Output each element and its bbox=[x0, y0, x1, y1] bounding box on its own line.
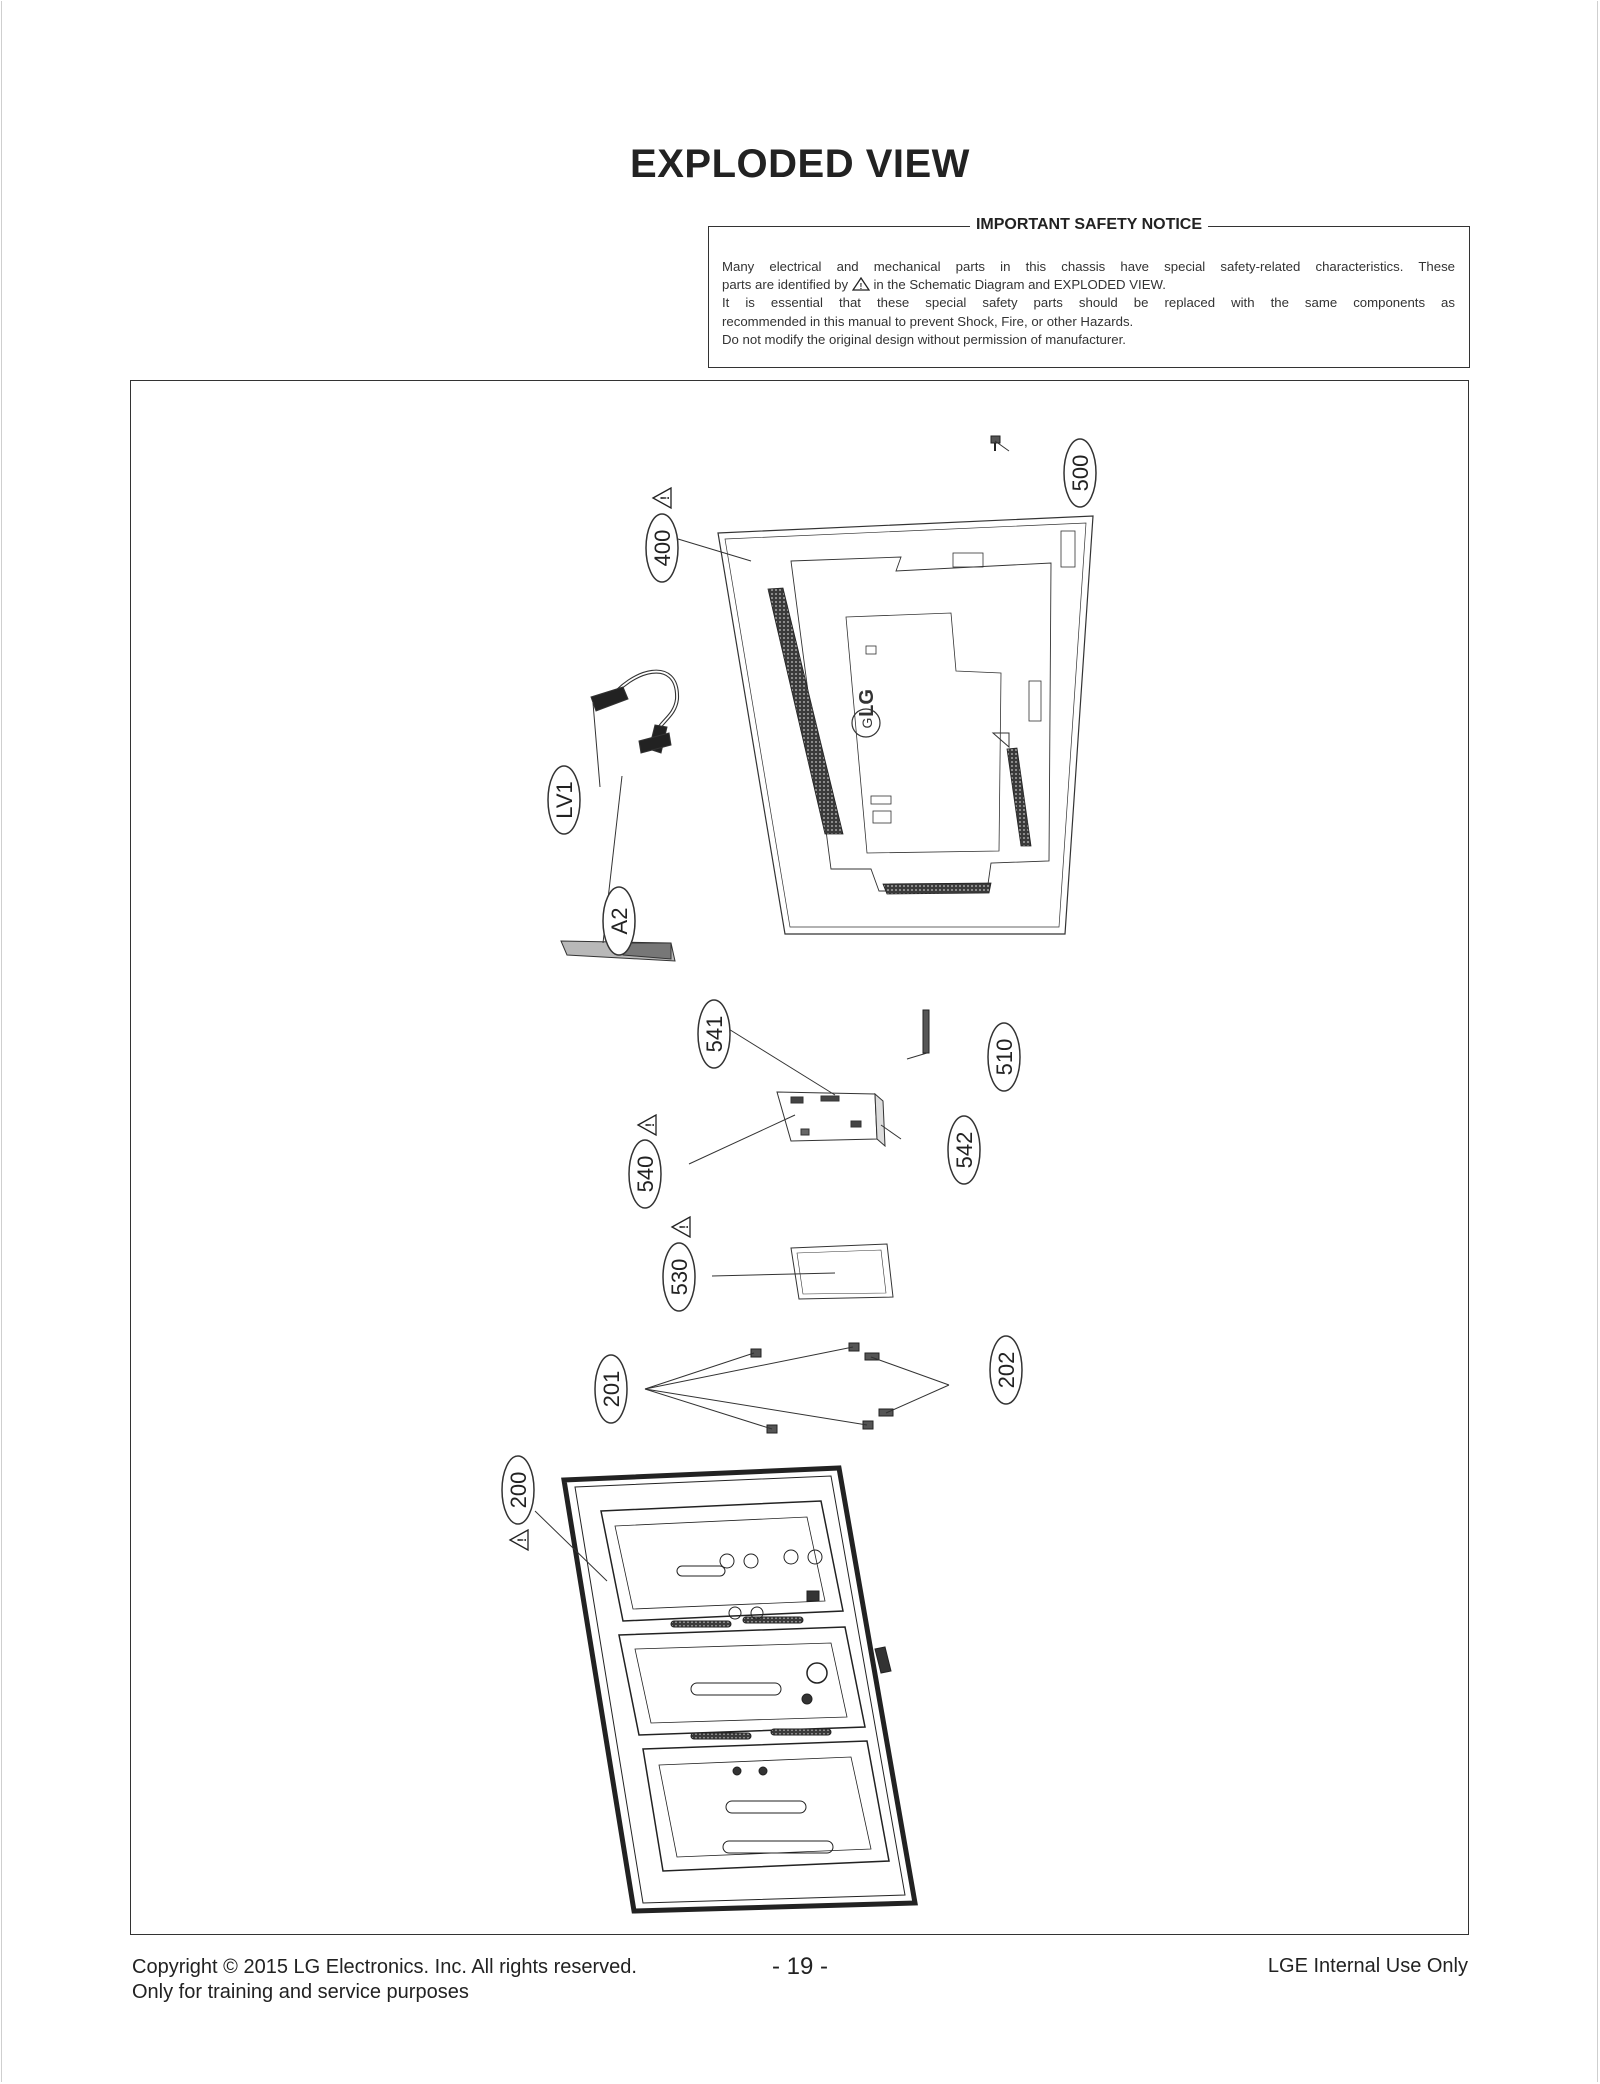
svg-text:!: ! bbox=[658, 496, 672, 500]
svg-text:!: ! bbox=[859, 282, 862, 291]
callout-a2: A2 bbox=[607, 908, 632, 935]
safety-notice-heading: IMPORTANT SAFETY NOTICE bbox=[709, 216, 1469, 234]
callout-510: 510 bbox=[992, 1039, 1017, 1076]
footer-usage: LGE Internal Use Only bbox=[1267, 1955, 1468, 1977]
callout-400-oval bbox=[645, 513, 679, 583]
callout-510-oval bbox=[987, 1022, 1021, 1092]
callout-530-oval bbox=[662, 1242, 696, 1312]
callout-labels: 500 400 LV1 A2 541 510 540 542 530 201 2… bbox=[506, 455, 1093, 1509]
callout-500: 500 bbox=[1068, 455, 1093, 492]
part-lv1-cable bbox=[590, 669, 680, 754]
warning-triangle-icon: ! bbox=[851, 277, 870, 291]
safety-notice-body: Many electrical and mechanical parts in … bbox=[722, 258, 1455, 349]
safety-notice-line-2-end: in the Schematic Diagram and EXPLODED VI… bbox=[873, 277, 1166, 293]
footer-left: Copyright © 2015 LG Electronics. Inc. Al… bbox=[132, 1955, 637, 2005]
exploded-view-frame: G LG bbox=[130, 380, 1469, 1935]
callout-542-oval bbox=[947, 1115, 981, 1185]
callout-200-oval bbox=[501, 1455, 535, 1525]
svg-text:!: ! bbox=[515, 1538, 529, 1542]
safety-notice-line-2: parts are identified by ! in the Schemat… bbox=[722, 276, 1455, 294]
safety-notice-line-5: Do not modify the original design withou… bbox=[722, 331, 1126, 347]
exploded-view-diagram: G LG bbox=[501, 435, 1097, 1914]
callouts bbox=[501, 438, 1097, 1525]
svg-text:!: ! bbox=[643, 1123, 657, 1127]
part-400-back-cover: G LG bbox=[717, 515, 1094, 935]
safety-notice-box: IMPORTANT SAFETY NOTICE Many electrical … bbox=[708, 216, 1470, 368]
part-530-power-board bbox=[790, 1243, 894, 1300]
callout-202-oval bbox=[989, 1335, 1023, 1405]
part-540-main-board bbox=[776, 1091, 886, 1148]
callout-lv1: LV1 bbox=[552, 781, 577, 819]
safety-notice-line-3: It is essential that these special safet… bbox=[722, 295, 1455, 311]
callout-200: 200 bbox=[506, 1472, 531, 1509]
safety-notice-line-2-start: parts are identified by bbox=[722, 277, 849, 293]
part-500-screw bbox=[990, 435, 1001, 451]
callout-542: 542 bbox=[952, 1132, 977, 1169]
callout-202: 202 bbox=[994, 1352, 1019, 1389]
warning-triangle-icon: ! bbox=[670, 1215, 691, 1239]
callout-201-oval bbox=[594, 1354, 628, 1424]
safety-notice-line-4: recommended in this manual to prevent Sh… bbox=[722, 313, 1134, 329]
safety-notice-heading-text: IMPORTANT SAFETY NOTICE bbox=[969, 216, 1209, 233]
callout-201: 201 bbox=[599, 1371, 624, 1408]
part-201-202-brackets bbox=[750, 1342, 894, 1434]
svg-text:G: G bbox=[859, 718, 875, 729]
callout-lv1-oval bbox=[547, 765, 581, 835]
part-200-panel-frame bbox=[561, 1465, 918, 1914]
callout-540-oval bbox=[628, 1139, 662, 1209]
callout-500-oval bbox=[1063, 438, 1097, 508]
warning-triangle-icon: ! bbox=[651, 486, 672, 510]
callout-540: 540 bbox=[633, 1156, 658, 1193]
warning-triangles: ! ! ! ! bbox=[508, 486, 691, 1552]
footer-page-number: - 19 - bbox=[771, 1953, 828, 1980]
footer-copyright: Copyright © 2015 LG Electronics. Inc. Al… bbox=[132, 1956, 637, 1978]
page-title: EXPLODED VIEW bbox=[630, 142, 970, 186]
callout-541: 541 bbox=[702, 1016, 727, 1053]
part-510-rod bbox=[922, 1009, 930, 1054]
svg-text:!: ! bbox=[677, 1225, 691, 1229]
callout-530: 530 bbox=[667, 1259, 692, 1296]
warning-triangle-icon: ! bbox=[508, 1528, 529, 1552]
footer-purpose: Only for training and service purposes bbox=[132, 1981, 469, 2003]
callout-400: 400 bbox=[650, 530, 675, 567]
callout-541-oval bbox=[697, 999, 731, 1069]
safety-notice-line-1: Many electrical and mechanical parts in … bbox=[722, 259, 1455, 274]
callout-a2-oval bbox=[602, 886, 636, 956]
warning-triangle-icon: ! bbox=[636, 1113, 657, 1137]
lg-logo-text: LG bbox=[856, 689, 878, 717]
